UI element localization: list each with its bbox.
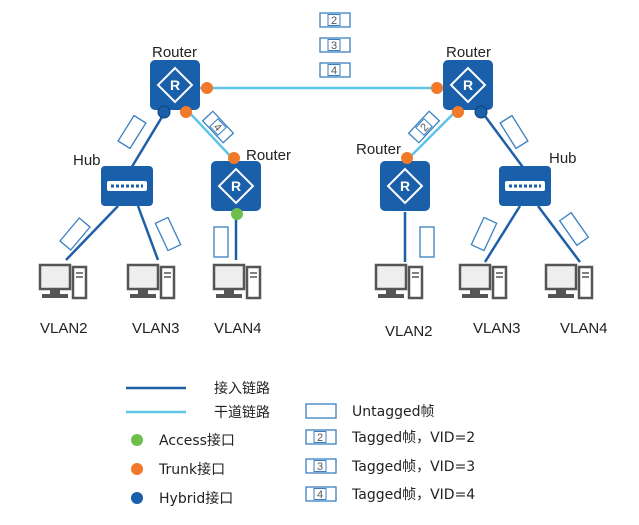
frame-top-1: 2	[319, 12, 351, 28]
untagged-frame	[213, 226, 229, 258]
access-link-hub-pc-l2	[136, 205, 160, 261]
access-link-router-hub-left	[128, 111, 167, 171]
legend-tagged4-label: Tagged帧，VID=4	[351, 487, 475, 503]
frame-right-trunk: 2	[407, 110, 441, 144]
router-left	[149, 59, 201, 111]
vlan-label-l1: VLAN2	[40, 320, 88, 337]
untagged-frame	[558, 211, 590, 247]
hub-right	[497, 164, 553, 208]
trunk-port-router-right-south	[452, 106, 464, 118]
vlan-label-r1: VLAN2	[385, 323, 433, 340]
router-left-label: Router	[152, 44, 197, 61]
frame-left-trunk: 4	[201, 110, 235, 144]
untagged-frame	[154, 216, 182, 252]
legend-access-port-label: Access接口	[159, 432, 235, 449]
untagged-frame	[59, 217, 91, 251]
untagged-frame	[419, 226, 435, 258]
legend-access-port-swatch	[131, 434, 143, 446]
hybrid-port-router-left	[157, 105, 171, 119]
trunk-port-router-left-south	[180, 106, 192, 118]
frame-top-2: 3	[319, 37, 351, 53]
hub-left	[99, 164, 155, 208]
svg-text:4: 4	[331, 65, 337, 77]
pc-vlan2-right	[374, 263, 424, 300]
pc-vlan2-left	[38, 263, 88, 300]
access-link-hub-pc-r3	[537, 205, 581, 263]
untagged-frame	[499, 114, 529, 150]
pc-vlan3-right	[458, 263, 508, 300]
router-mid-left-label: Router	[246, 147, 291, 164]
access-link-hub-pc-r2	[483, 205, 522, 263]
legend-tagged2-swatch: 2	[305, 429, 337, 445]
legend-trunk-link-label: 干道链路	[214, 405, 270, 421]
hybrid-port-router-right	[474, 105, 488, 119]
legend-hybrid-port-label: Hybrid接口	[159, 490, 233, 507]
legend-tagged2-label: Tagged帧，VID=2	[351, 430, 475, 446]
svg-text:4: 4	[317, 489, 323, 501]
access-link-router-hub-right	[480, 111, 527, 171]
svg-text:3: 3	[331, 40, 337, 52]
trunk-port-router-left-east	[201, 82, 213, 94]
hub-right-label: Hub	[549, 150, 577, 167]
legend-trunk-port-swatch	[131, 463, 143, 475]
legend-tagged3-label: Tagged帧，VID=3	[351, 459, 475, 475]
access-port-router-mid-left	[231, 208, 243, 220]
vlan-label-r2: VLAN3	[473, 320, 521, 337]
legend-untagged-label: Untagged帧	[352, 404, 434, 420]
legend: 接入链路 干道链路 Access接口 Trunk接口 Hybrid接口 Unta…	[126, 380, 475, 507]
svg-text:2: 2	[317, 432, 323, 444]
legend-tagged3-swatch: 3	[305, 458, 337, 474]
untagged-frame	[470, 216, 498, 252]
legend-trunk-port-label: Trunk接口	[158, 461, 225, 478]
legend-hybrid-port-swatch	[131, 492, 143, 504]
router-mid-right-label: Router	[356, 141, 401, 158]
pc-vlan3-left	[126, 263, 176, 300]
frame-top-3: 4	[319, 62, 351, 78]
pc-vlan4-right	[544, 263, 594, 300]
legend-untagged-swatch	[305, 403, 337, 419]
trunk-link-left	[186, 109, 235, 161]
legend-access-link-label: 接入链路	[214, 380, 270, 397]
router-mid-left	[210, 160, 262, 212]
trunk-port-router-mid-left	[228, 152, 240, 164]
access-link-hub-pc-l1	[65, 205, 119, 261]
vlan-label-l3: VLAN4	[214, 320, 262, 337]
untagged-frame	[117, 114, 147, 150]
svg-text:2: 2	[331, 15, 337, 27]
svg-text:3: 3	[317, 461, 323, 473]
router-right-label: Router	[446, 44, 491, 61]
vlan-label-l2: VLAN3	[132, 320, 180, 337]
router-mid-right	[379, 160, 431, 212]
hub-left-label: Hub	[73, 152, 101, 169]
trunk-link-right	[406, 109, 458, 161]
trunk-port-router-mid-right	[401, 152, 413, 164]
legend-tagged4-swatch: 4	[305, 486, 337, 502]
trunk-port-router-right-west	[431, 82, 443, 94]
vlan-label-r3: VLAN4	[560, 320, 608, 337]
pc-vlan4-left	[212, 263, 262, 300]
router-right	[442, 59, 494, 111]
